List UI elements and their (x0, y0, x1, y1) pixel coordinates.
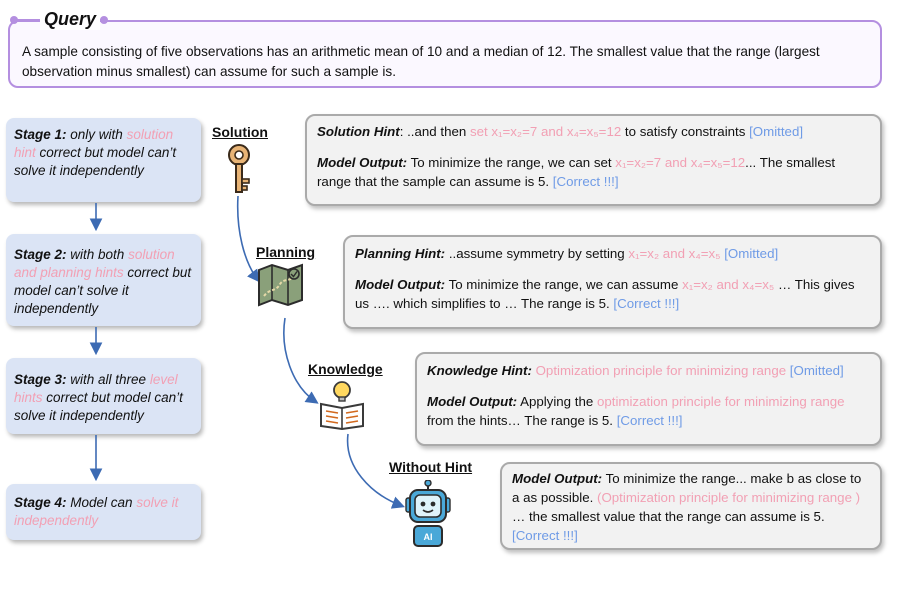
stage-4-box: Stage 4: Model can solve it independentl… (6, 484, 201, 540)
stage-3-highlight: level hints (14, 372, 178, 405)
nohint-output-text: To minimize the range... make b as close… (512, 471, 862, 505)
solution-hint-line: Solution Hint: ..and then set x₁=x₂=7 an… (317, 122, 870, 141)
stage-2-head: Stage 2: (14, 247, 67, 262)
solution-box: Solution Hint: ..and then set x₁=x₂=7 an… (305, 114, 882, 206)
stage-3-box: Stage 3: with all three level hints corr… (6, 358, 201, 434)
stage-1-head: Stage 1: (14, 127, 67, 142)
label-solution: Solution (212, 124, 268, 140)
knowledge-box: Knowledge Hint: Optimization principle f… (415, 352, 882, 446)
stage-3-text-b: correct but model can’t solve it indepen… (14, 390, 183, 423)
planning-output-line: Model Output: To minimize the range, we … (355, 275, 870, 313)
knowledge-output-tag: [Correct !!!] (616, 413, 683, 428)
planning-hint-tag: [Omitted] (720, 246, 779, 261)
map-icon (258, 263, 303, 307)
flow-arrow-solution-to-planning (236, 195, 260, 283)
knowledge-hint-label: Knowledge Hint: (427, 363, 532, 378)
planning-output-tag: [Correct !!!] (613, 296, 680, 311)
knowledge-hint-value: Optimization principle for minimizing ra… (531, 363, 787, 378)
nohint-output-value: (Optimization principle for minimizing r… (597, 490, 861, 505)
knowledge-hint-tag: [Omitted] (786, 363, 844, 378)
stage-2-highlight: solution and planning hints (14, 247, 175, 280)
book-bulb-icon (320, 381, 364, 430)
stage-1-box: Stage 1: only with solution hint correct… (6, 118, 201, 202)
query-title: Query (40, 9, 101, 30)
nohint-output-tag: [Correct !!!] (512, 528, 578, 543)
stage-3-text-a: with all three (66, 372, 150, 387)
stage-2-box: Stage 2: with both solution and planning… (6, 234, 201, 326)
solution-output-tag: [Correct !!!] (552, 174, 619, 189)
solution-hint-text: : ..and then (399, 124, 470, 139)
stage-4-head: Stage 4: (14, 495, 67, 510)
stage-4-highlight: solve it independently (14, 495, 179, 528)
stage-2-text-b: correct but model can’t solve it indepen… (14, 265, 192, 316)
planning-output-text: To minimize the range, we can assume (445, 277, 683, 292)
robot-icon: AI (404, 479, 452, 550)
label-planning: Planning (256, 244, 316, 260)
stage-1-text-a: only with (66, 127, 127, 142)
stage-1-highlight: solution hint (14, 127, 174, 160)
solution-output-value: x₁=x₂=7 and x₄=x₅=12 (615, 155, 746, 170)
knowledge-output-label: Model Output: (427, 394, 518, 409)
knowledge-output-line: Model Output: Applying the optimization … (427, 392, 870, 430)
solution-hint-tag: [Omitted] (749, 124, 804, 139)
query-title-line (14, 19, 40, 21)
knowledge-output-text: Applying the (517, 394, 597, 409)
solution-hint-value: set x₁=x₂=7 and x₄=x₅=12 (469, 124, 622, 139)
label-without-hint: Without Hint (389, 459, 473, 475)
key-icon (228, 144, 250, 193)
nohint-output-line: Model Output: To minimize the range... m… (512, 469, 870, 545)
solution-hint-text-2: to satisfy constraints (621, 124, 750, 139)
stage-4-text-a: Model can (66, 495, 137, 510)
knowledge-output-value: optimization principle for minimizing ra… (596, 394, 845, 409)
flow-arrows (236, 195, 405, 509)
flow-arrow-knowledge-to-robot (346, 433, 405, 509)
stage-3-head: Stage 3: (14, 372, 67, 387)
solution-output-text: To minimize the range, we can set (407, 155, 616, 170)
planning-output-value: x₁=x₂ and x₄=x₅ (682, 277, 775, 292)
solution-output-label: Model Output: (317, 155, 408, 170)
planning-hint-label: Planning Hint: (355, 246, 446, 261)
planning-output-label: Model Output: (355, 277, 446, 292)
robot-icon-graphic (405, 479, 451, 547)
solution-hint-label: Solution Hint (317, 124, 400, 139)
planning-output-text-2: … This gives us …. which simplifies to …… (355, 277, 855, 311)
stage-2-text-a: with both (66, 247, 129, 262)
planning-hint-line: Planning Hint: ..assume symmetry by sett… (355, 244, 870, 263)
planning-hint-value: x₁=x₂ and x₄=x₅ (628, 246, 721, 261)
knowledge-output-text-2: from the hints… The range is 5. (427, 413, 617, 428)
robot-ai-text: AI (423, 532, 433, 542)
query-box (8, 20, 882, 88)
query-text: A sample consisting of five observations… (22, 44, 820, 79)
planning-box: Planning Hint: ..assume symmetry by sett… (343, 235, 882, 329)
knowledge-hint-line: Knowledge Hint: Optimization principle f… (427, 361, 870, 380)
without-hint-box: Model Output: To minimize the range... m… (500, 462, 882, 550)
nohint-output-label: Model Output: (512, 471, 603, 486)
stage-1-text-b: correct but model can’t solve it indepen… (14, 145, 177, 178)
nohint-output-text-2: … the smallest value that the range can … (512, 509, 825, 524)
query-title-dot-right (100, 16, 108, 24)
solution-output-text-2: ... The smallest range that the sample c… (317, 155, 836, 189)
flow-arrow-planning-to-knowledge (283, 317, 319, 404)
solution-output-line: Model Output: To minimize the range, we … (317, 153, 870, 191)
planning-hint-text: ..assume symmetry by setting (445, 246, 629, 261)
label-knowledge: Knowledge (308, 361, 383, 377)
